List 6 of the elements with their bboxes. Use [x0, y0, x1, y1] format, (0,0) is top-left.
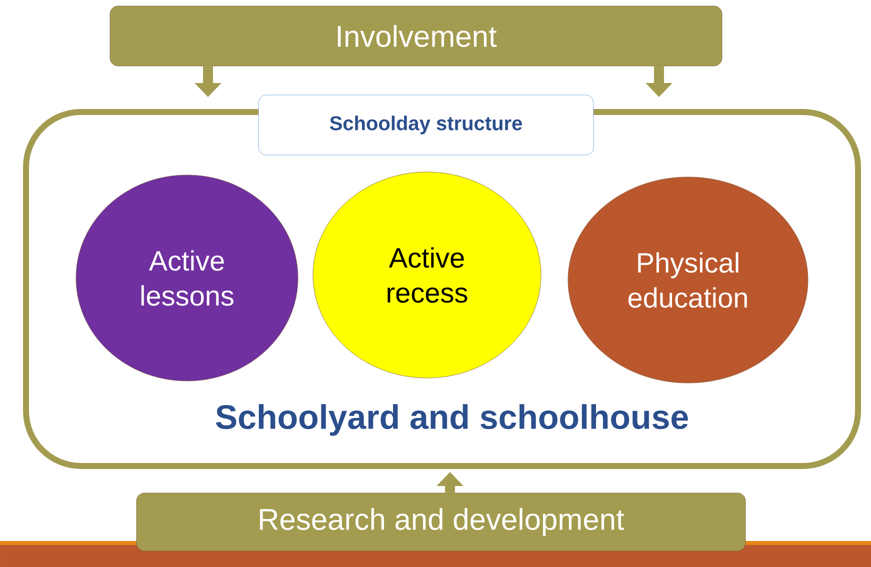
title-box: Schoolday structure	[258, 94, 594, 156]
ellipse-node: Active lessons	[76, 174, 298, 382]
ellipse-node: Active recess	[312, 172, 542, 378]
ellipse-node: Physical education	[568, 176, 808, 384]
label-box: Research and development	[136, 492, 746, 552]
label-box: Involvement	[110, 6, 722, 66]
